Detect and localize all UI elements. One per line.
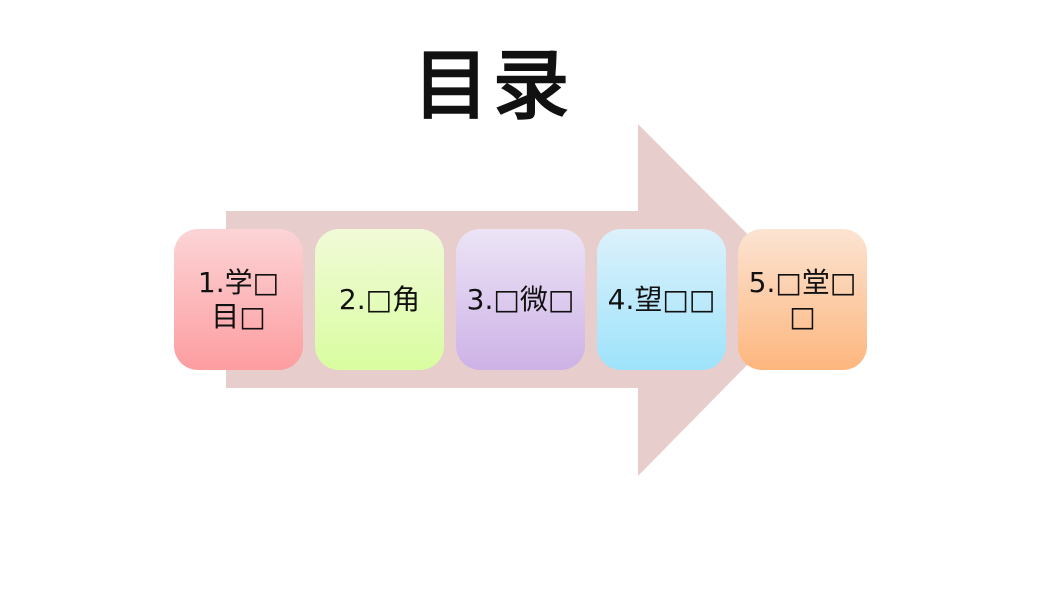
slide-title-text: 目录 [413, 41, 573, 130]
step-4-box: 4.望□□ [597, 229, 726, 370]
step-3-box: 3.□微□ [456, 229, 585, 370]
step-5-label: 5.□堂□□ [748, 265, 857, 333]
slide-title: 目录 [0, 48, 980, 124]
step-4-label: 4.望□□ [607, 282, 716, 316]
step-2-label: 2.□角 [338, 282, 421, 316]
step-3-label: 3.□微□ [466, 282, 575, 316]
step-5-box: 5.□堂□□ [738, 229, 867, 370]
step-1-label: 1.学□目□ [197, 265, 280, 333]
step-2-box: 2.□角 [315, 229, 444, 370]
step-1-box: 1.学□目□ [174, 229, 303, 370]
